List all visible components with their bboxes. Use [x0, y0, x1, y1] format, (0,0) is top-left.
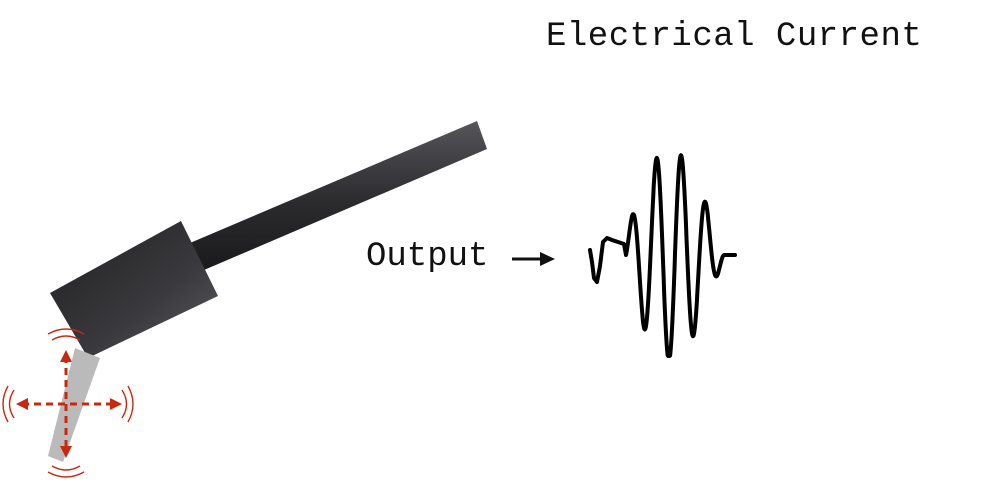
waveform-icon: [588, 153, 737, 358]
stylus-holder-block: [50, 221, 218, 358]
output-label: Output: [366, 238, 489, 276]
arrow-right-icon: [512, 252, 555, 266]
motion-ripples: [2, 328, 134, 478]
diagram-title: Electrical Current: [546, 18, 923, 56]
cantilever-rod: [190, 121, 487, 270]
vibration-arrows-icon: [2, 328, 134, 478]
stylus-arm-icon: [48, 121, 487, 462]
